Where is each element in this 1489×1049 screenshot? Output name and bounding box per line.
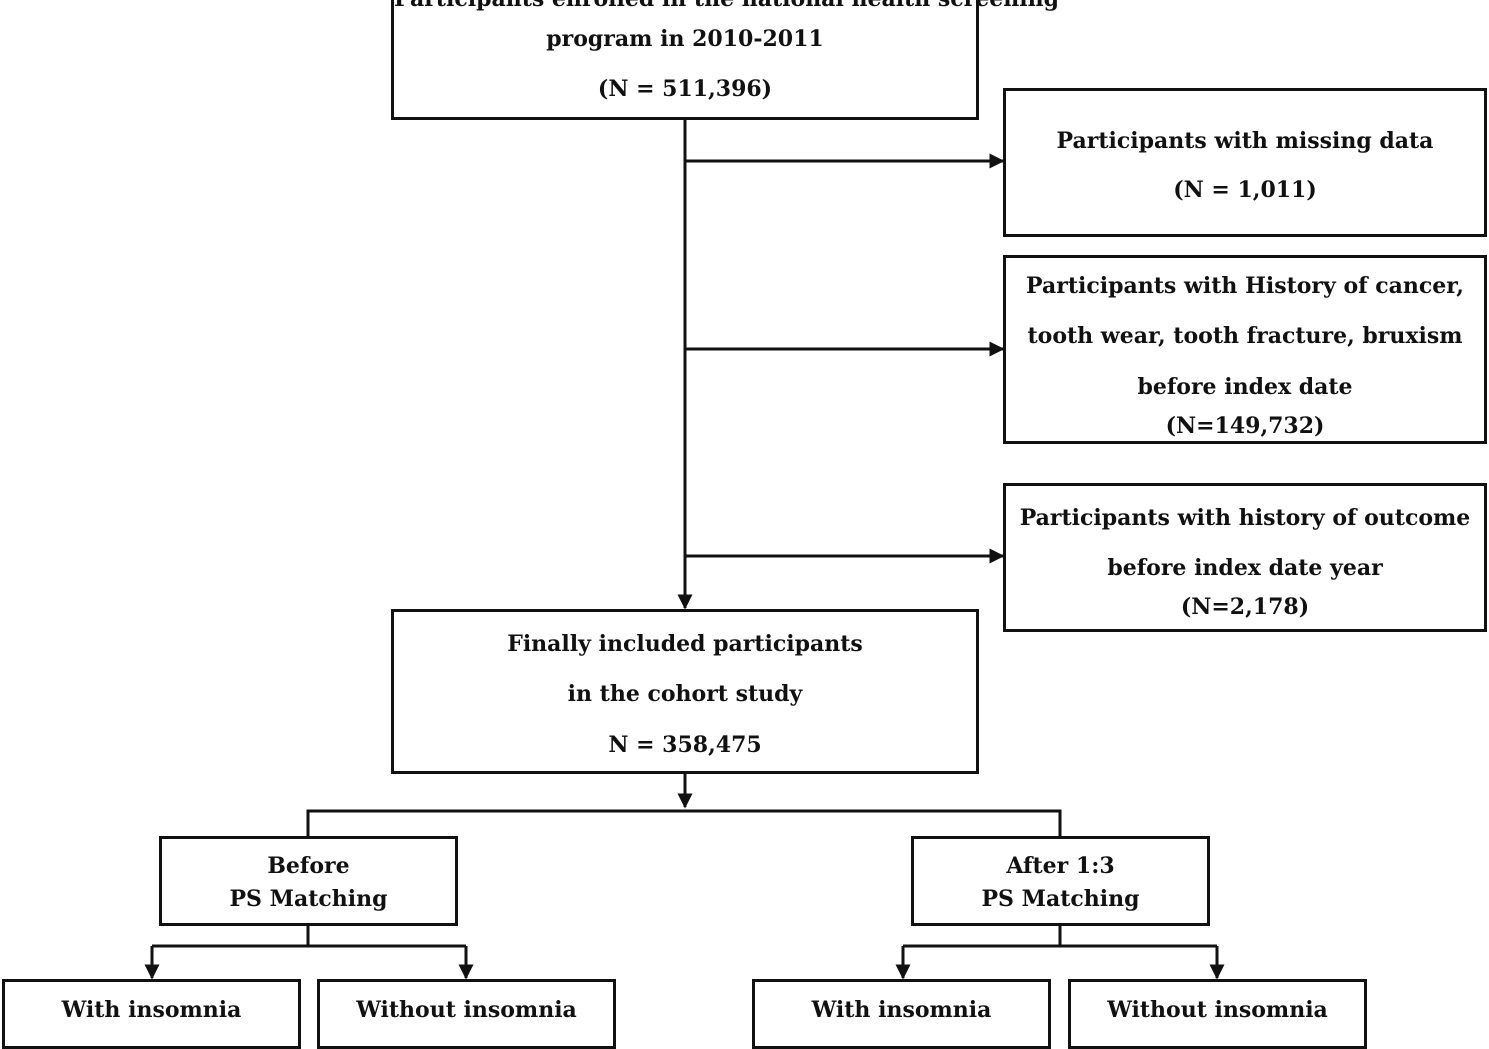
after-with-insomnia-box: With insomnia xyxy=(752,979,1051,1049)
after-with-label: With insomnia xyxy=(811,997,992,1023)
final-line-2: in the cohort study xyxy=(567,681,803,707)
after-line-1: After 1:3 xyxy=(1006,853,1115,879)
final-line-1: Finally included participants xyxy=(507,631,863,657)
missing-label: Participants with missing data xyxy=(1056,128,1434,154)
history-outcome-count: (N=2,178) xyxy=(1180,594,1310,620)
before-without-label: Without insomnia xyxy=(356,997,577,1023)
source-count: (N = 511,396) xyxy=(597,76,773,102)
before-line-1: Before xyxy=(267,853,350,879)
before-with-insomnia-box: With insomnia xyxy=(2,979,301,1049)
after-matching-box: After 1:3 PS Matching xyxy=(911,836,1210,926)
source-line-1: Participants enrolled in the national he… xyxy=(394,0,1059,12)
flow-connectors xyxy=(144,120,1225,980)
before-line-2: PS Matching xyxy=(229,886,388,912)
history-cancer-line-2: tooth wear, tooth fracture, bruxism xyxy=(1027,323,1463,349)
split-connector xyxy=(306,809,1062,836)
after-without-insomnia-box: Without insomnia xyxy=(1068,979,1367,1049)
source-line-2: program in 2010-2011 xyxy=(546,26,824,52)
history-cancer-line-3: before index date xyxy=(1137,374,1353,400)
final-count: N = 358,475 xyxy=(608,732,762,758)
history-outcome-line-1: Participants with history of outcome xyxy=(1019,505,1471,531)
after-without-label: Without insomnia xyxy=(1107,997,1328,1023)
source-population-box: Participants enrolled in the national he… xyxy=(391,0,1059,120)
before-matching-box: Before PS Matching xyxy=(159,836,458,926)
before-without-insomnia-box: Without insomnia xyxy=(317,979,616,1049)
history-outcome-line-2: before index date year xyxy=(1107,555,1383,581)
history-cancer-line-1: Participants with History of cancer, xyxy=(1026,273,1464,299)
history-cancer-box: Participants with History of cancer, too… xyxy=(1003,255,1487,444)
final-cohort-box: Finally included participants in the coh… xyxy=(391,609,979,774)
history-outcome-box: Participants with history of outcome bef… xyxy=(1003,483,1487,632)
history-cancer-count: (N=149,732) xyxy=(1165,413,1325,439)
after-line-2: PS Matching xyxy=(981,886,1140,912)
before-with-label: With insomnia xyxy=(61,997,242,1023)
missing-count: (N = 1,011) xyxy=(1173,177,1317,203)
missing-data-box: Participants with missing data (N = 1,01… xyxy=(1003,88,1487,237)
